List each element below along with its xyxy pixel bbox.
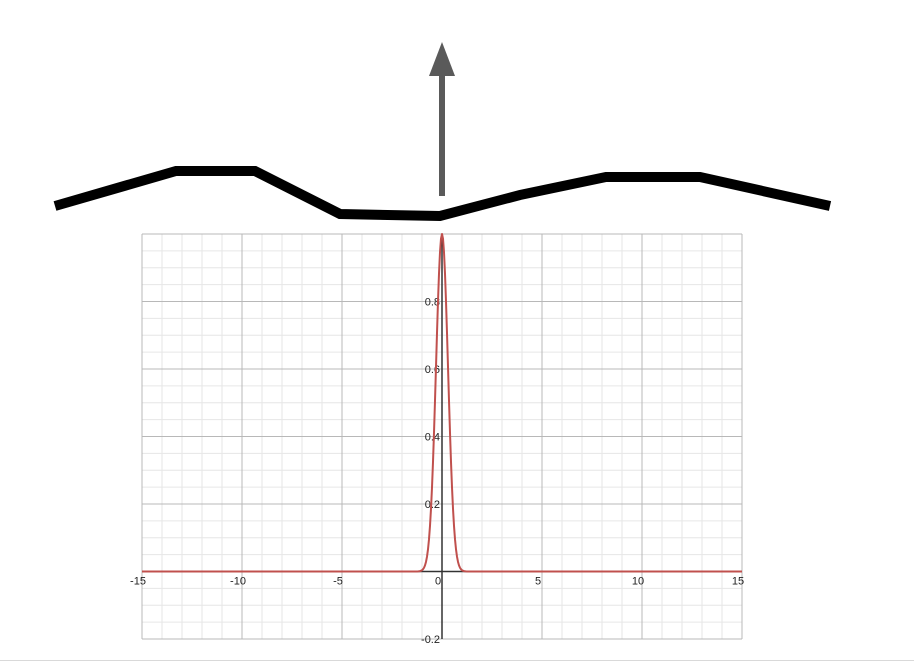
x-tick-label: 0: [435, 576, 441, 588]
x-tick-label: -15: [130, 576, 146, 588]
bottom-divider: [0, 660, 914, 661]
series-group: [142, 233, 742, 573]
x-tick-label: 5: [535, 576, 541, 588]
y-tick-label: 0.4: [425, 432, 440, 444]
x-tick-label: 15: [732, 576, 744, 588]
y-tick-label: 0.6: [425, 364, 440, 376]
x-tick-label: -5: [333, 576, 343, 588]
x-tick-label: 10: [632, 576, 644, 588]
rough-surface-profile: [53, 166, 832, 222]
series-line: [142, 233, 742, 573]
y-tick-label-bottom: -0.2: [421, 634, 440, 646]
gaussian-chart: -15 -10 -5 0 5 10 15 0.2 0.4 0.6 0.8 -0.2: [130, 233, 744, 647]
x-tick-label: -10: [230, 576, 246, 588]
y-tick-label: 0.8: [425, 297, 440, 309]
y-tick-label: 0.2: [425, 499, 440, 511]
up-arrow-icon: [429, 42, 455, 196]
tick-labels: -15 -10 -5 0 5 10 15 0.2 0.4 0.6 0.8 -0.2: [130, 297, 744, 647]
arrow-head: [429, 42, 455, 76]
surface-diagram: [53, 42, 832, 222]
